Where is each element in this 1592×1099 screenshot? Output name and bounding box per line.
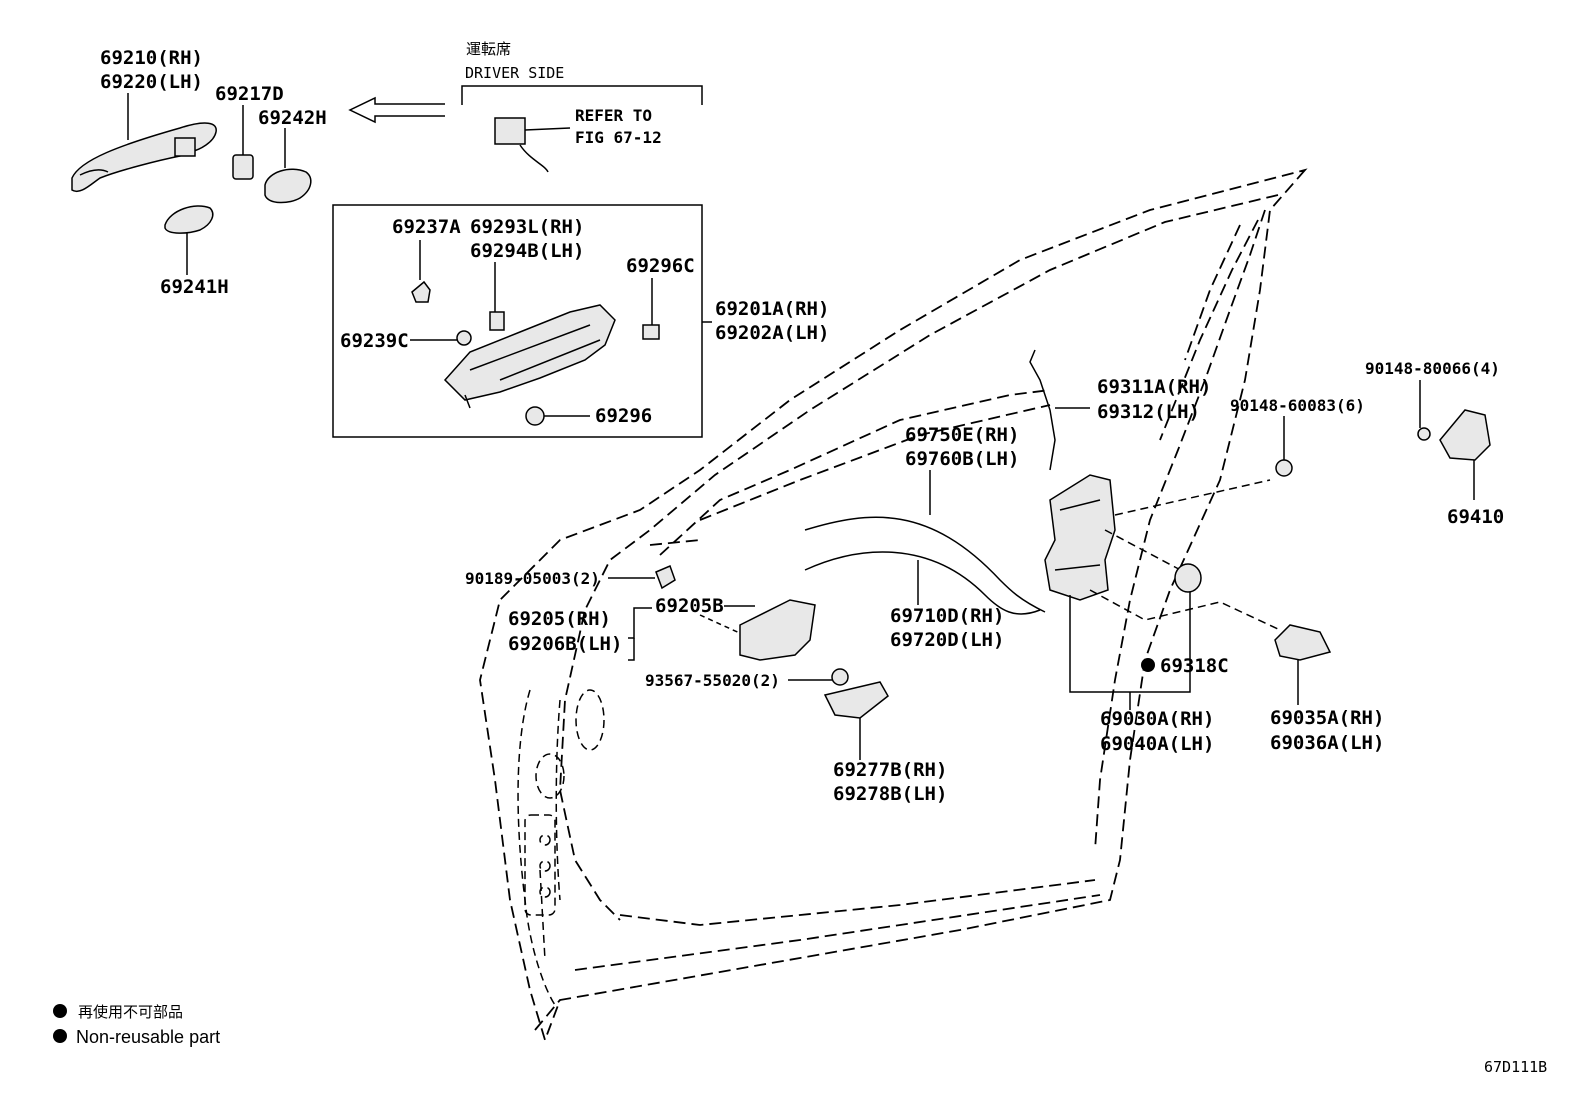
- striker-group: 90148-60083(6) 90148-80066(4) 69410 6903…: [1230, 359, 1504, 754]
- pad-69242H-part: [264, 168, 312, 204]
- driver-side-en: DRIVER SIDE: [465, 64, 564, 82]
- cap-69217D-part: [232, 154, 254, 180]
- label-69206B: 69206B(LH): [508, 633, 622, 655]
- clip-69293L-part: [489, 311, 505, 331]
- label-69202A: 69202A(LH): [715, 322, 829, 344]
- label-69312: 69312(LH): [1097, 401, 1200, 423]
- label-69296C: 69296C: [626, 255, 695, 277]
- screw-90148-80066-part: [1417, 427, 1431, 441]
- label-69296: 69296: [595, 405, 652, 427]
- label-69036A: 69036A(LH): [1270, 732, 1384, 754]
- lock-rod-group: 69311A(RH) 69312(LH): [1029, 349, 1211, 471]
- driver-side-jp: 運転席: [466, 40, 511, 58]
- driver-side-reference: 運転席 DRIVER SIDE REFER TO FIG 67-12: [461, 40, 703, 173]
- label-69030A: 69030A(RH): [1100, 708, 1214, 730]
- screw-69296-part: [525, 406, 545, 426]
- cap-69239C-part: [456, 330, 472, 346]
- label-69205: 69205(RH): [508, 608, 611, 630]
- label-90189: 90189-05003(2): [465, 569, 600, 588]
- label-69210: 69210(RH): [100, 47, 203, 69]
- label-69220: 69220(LH): [100, 71, 203, 93]
- label-69205B: 69205B: [655, 595, 724, 617]
- legend-en: Non-reusable part: [76, 1027, 220, 1047]
- outside-handle-part: [71, 122, 217, 192]
- non-reusable-dot-69318C: [1141, 658, 1155, 672]
- legend: 再使用不可部品 Non-reusable part: [53, 1003, 220, 1047]
- pad-69241H-part: [164, 205, 214, 234]
- cover-69035A-part: [1274, 624, 1332, 661]
- label-69201A: 69201A(RH): [715, 298, 829, 320]
- label-69293L: 69293L(RH): [470, 216, 584, 238]
- screw-93567-part: [831, 668, 849, 686]
- figure-code: 67D111B: [1484, 1058, 1547, 1076]
- label-69035A: 69035A(RH): [1270, 707, 1384, 729]
- direction-arrow: [348, 96, 445, 124]
- pin-69296C-part: [642, 324, 660, 340]
- legend-dot-1: [53, 1004, 67, 1018]
- label-69750E: 69750E(RH): [905, 424, 1019, 446]
- frame-body-part: [443, 304, 616, 401]
- cover-69277B-part: [823, 681, 889, 719]
- label-69311A: 69311A(RH): [1097, 376, 1211, 398]
- inside-handle-group: 90189-05003(2) 69205B 69205(RH) 69206B(L…: [465, 564, 947, 805]
- seal-69318C-part: [1174, 563, 1202, 593]
- label-69294B: 69294B(LH): [470, 240, 584, 262]
- label-69760B: 69760B(LH): [905, 448, 1019, 470]
- legend-dot-2: [53, 1029, 67, 1043]
- door-outline: [479, 168, 1308, 1043]
- label-93567: 93567-55020(2): [645, 671, 780, 690]
- label-69720D: 69720D(LH): [890, 629, 1004, 651]
- screw-90148-60083-part: [1275, 459, 1293, 477]
- outside-handle-group: 69210(RH) 69220(LH) 69217D 69242H 69241H: [71, 47, 327, 298]
- clip-90189-part: [655, 564, 676, 590]
- inside-handle-part: [739, 599, 816, 661]
- label-69410: 69410: [1447, 506, 1504, 528]
- cables-group: 69750E(RH) 69760B(LH) 69710D(RH) 69720D(…: [804, 424, 1046, 651]
- lock-cylinder-part: [494, 117, 526, 145]
- striker-69410-part: [1439, 409, 1491, 461]
- door-lock-part: [1044, 474, 1116, 601]
- door-lock-group: 69318C 69030A(RH) 69040A(LH): [1044, 474, 1281, 755]
- label-69217D: 69217D: [215, 83, 284, 105]
- label-90148-80066: 90148-80066(4): [1365, 359, 1500, 378]
- legend-jp: 再使用不可部品: [78, 1003, 183, 1021]
- label-69040A: 69040A(LH): [1100, 733, 1214, 755]
- handle-end-part: [174, 137, 196, 157]
- label-90148-60083: 90148-60083(6): [1230, 396, 1365, 415]
- label-69239C: 69239C: [340, 330, 409, 352]
- refer-line2: FIG 67-12: [575, 128, 662, 147]
- label-69237A: 69237A: [392, 216, 461, 238]
- label-69242H: 69242H: [258, 107, 327, 129]
- frame-assembly-box: 69237A 69293L(RH) 69294B(LH) 69296C 6923…: [332, 204, 703, 438]
- refer-line1: REFER TO: [575, 106, 652, 125]
- label-69277B: 69277B(RH): [833, 759, 947, 781]
- label-69318C: 69318C: [1160, 655, 1229, 677]
- label-69710D: 69710D(RH): [890, 605, 1004, 627]
- clip-69237A-part: [411, 280, 431, 303]
- label-69278B: 69278B(LH): [833, 783, 947, 805]
- label-69241H: 69241H: [160, 276, 229, 298]
